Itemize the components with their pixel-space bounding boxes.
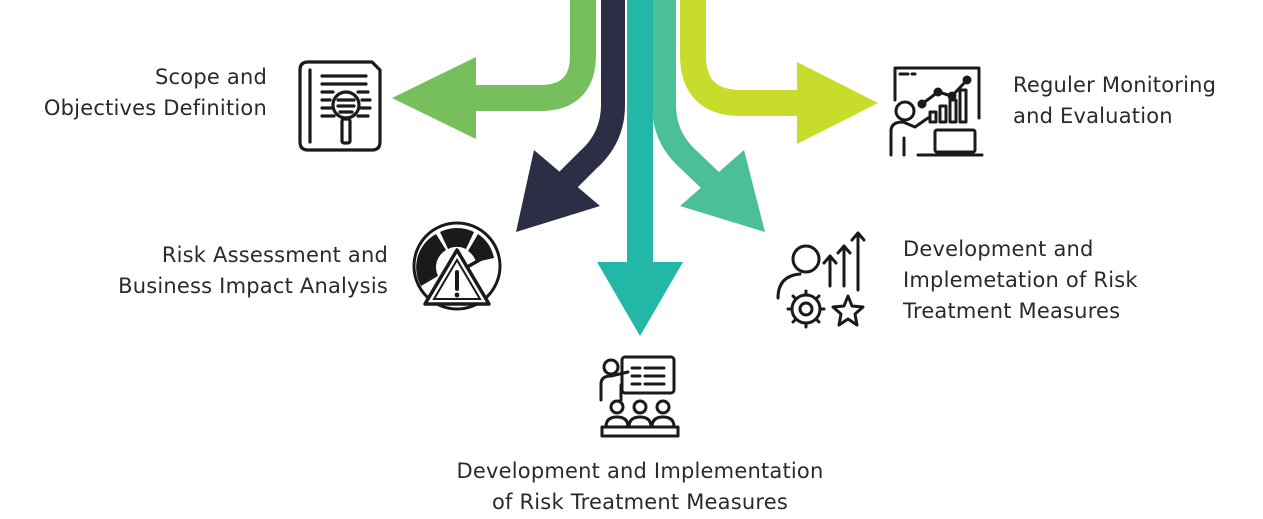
person-gear-star-arrows-icon [776,231,866,329]
label-scope-line2: Objectives Definition [43,96,267,120]
label-scope-line1: Scope and [155,65,267,89]
arrow-scope [392,0,596,139]
arrow-risk [516,0,625,232]
presentation-audience-icon [599,355,680,438]
label-treatment-line2: Implemetation of Risk [903,268,1138,292]
label-training-line1: Development and Implementation [456,459,824,483]
label-monitoring: Reguler Monitoring and Evaluation [1013,70,1216,132]
arrow-monitoring [680,0,878,144]
label-monitoring-line2: and Evaluation [1013,104,1173,128]
warning-gauge-icon [412,221,502,311]
label-treatment-line1: Development and [903,237,1094,261]
document-magnifier-icon [298,60,382,152]
arrow-training [597,0,683,336]
label-risk-line2: Business Impact Analysis [118,274,388,298]
analyst-chart-laptop-icon [889,66,984,157]
label-training-line2: of Risk Treatment Measures [491,490,789,514]
label-scope: Scope and Objectives Definition [44,62,267,124]
label-risk: Risk Assessment and Business Impact Anal… [118,240,388,302]
label-training: Development and Implementation of Risk T… [380,456,900,518]
label-risk-line1: Risk Assessment and [161,243,388,267]
label-treatment: Development and Implemetation of Risk Tr… [903,234,1138,327]
label-monitoring-line1: Reguler Monitoring [1013,73,1217,97]
label-treatment-line3: Treatment Measures [903,299,1121,323]
arrow-treatment [652,0,765,232]
